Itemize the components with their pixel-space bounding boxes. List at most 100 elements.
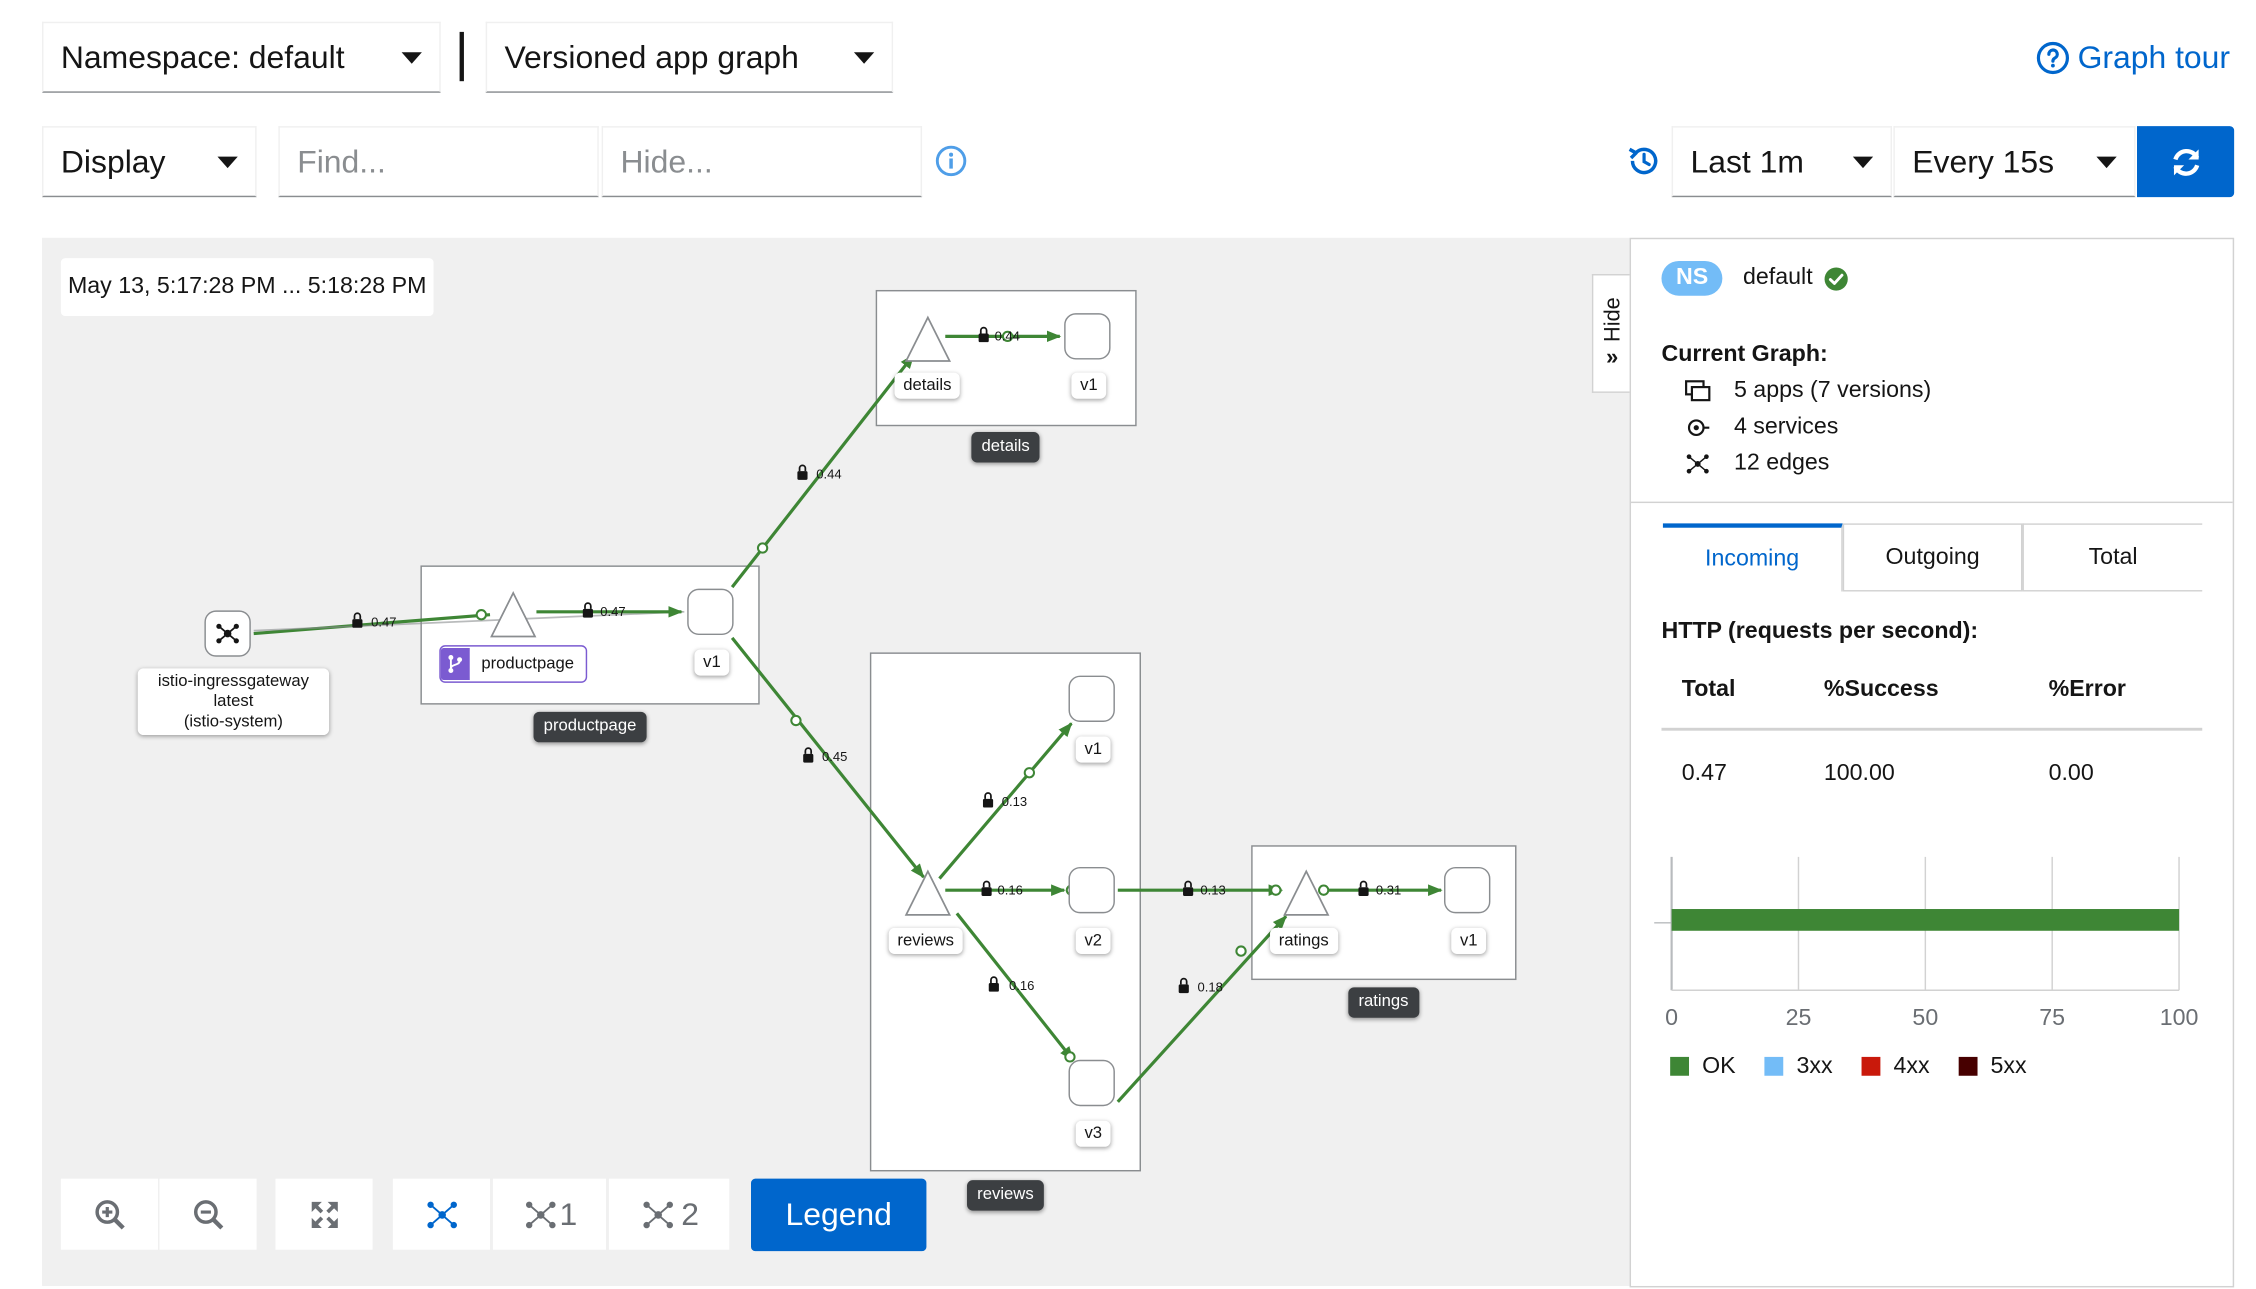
find-input[interactable]: Find... [278,126,599,198]
duration-dropdown-label: Last 1m [1690,142,1804,180]
toolbar-divider [459,31,464,82]
graph-canvas[interactable] [42,237,1630,1286]
ratings-v1-node[interactable] [1444,866,1491,914]
hide-input[interactable]: Hide... [601,126,923,198]
legend-swatch-5xx [1958,1057,1978,1077]
topology-icon [525,1200,556,1228]
details-box-label: details [971,432,1040,463]
graph-tour-link[interactable]: Graph tour [2036,35,2230,81]
gateway-name: istio-ingressgateway [157,672,309,691]
topology-icon [1686,454,1709,474]
panel-divider [1631,501,2233,504]
ratings-service-node[interactable] [1283,869,1330,916]
layout-1-button[interactable]: 1 [492,1178,607,1250]
duration-dropdown[interactable]: Last 1m [1671,126,1892,198]
details-service-label: details [894,372,961,399]
edge-label-ratings-v1: 0.31 [1376,883,1401,898]
gateway-node[interactable] [204,610,251,657]
edge-label-v3-ratings: 0.18 [1198,980,1223,995]
details-service-node[interactable] [904,315,952,362]
apps-count: 5 apps (7 versions) [1685,378,1932,404]
reviews-box-label: reviews [967,1180,1044,1211]
reviews-v2-label: v2 [1075,927,1111,954]
layout-2-label: 2 [681,1195,699,1232]
layout-1-label: 1 [559,1195,578,1232]
reviews-v1-node[interactable] [1068,675,1115,723]
tab-total[interactable]: Total [2022,523,2203,592]
legend-swatch-ok [1670,1057,1690,1077]
edge-label-gw-pp: 0.47 [371,614,396,629]
chart-bar-ok [1671,909,2180,931]
current-graph-title: Current Graph: [1661,342,1828,367]
ratings-v1-label: v1 [1451,927,1487,954]
tab-incoming[interactable]: Incoming [1662,523,1843,592]
gateway-node-label: istio-ingressgateway latest (istio-syste… [137,668,330,736]
hide-panel-toggle[interactable]: Hide » [1591,274,1632,393]
tab-outgoing[interactable]: Outgoing [1842,523,2023,592]
legend-button[interactable]: Legend [750,1178,927,1252]
chart-x-tick-label: 0 [1665,1004,1678,1030]
table-cell-error: 0.00 [2048,761,2094,786]
productpage-service-node[interactable] [490,591,537,638]
hide-panel-label: Hide [1599,297,1625,343]
display-dropdown-label: Display [60,142,166,180]
zoom-out-button[interactable] [159,1178,257,1250]
edge-label-reviews-v3: 0.16 [1009,978,1034,993]
layout-default-button[interactable] [392,1178,491,1250]
chart-x-tick-label: 75 [2039,1004,2065,1030]
table-header-success: %Success [1823,677,1939,702]
http-title: HTTP (requests per second): [1661,619,1979,644]
legend-swatch-3xx [1764,1057,1784,1077]
topology-icon [426,1200,457,1228]
chart-legend: OK 3xx 4xx 5xx [1670,1054,2027,1080]
edge-v3-ratings[interactable] [1116,915,1288,1103]
edge-reviews-v3[interactable] [955,912,1075,1061]
edge-gateway-productpage[interactable] [253,613,491,636]
zoom-to-fit-button[interactable] [275,1178,373,1250]
table-header-error: %Error [2048,677,2126,702]
chart-x-tick-label: 100 [2160,1004,2199,1030]
edges-count-text: 12 edges [1733,450,1830,476]
legend-item-3xx: 3xx [1764,1054,1833,1080]
info-icon[interactable] [935,145,967,177]
reviews-v1-label: v1 [1075,736,1111,763]
edges-count: 12 edges [1685,450,1830,477]
services-count: 4 services [1685,415,1838,441]
ns-badge: NS [1661,260,1723,296]
apps-count-text: 5 apps (7 versions) [1733,378,1932,404]
refresh-interval-dropdown[interactable]: Every 15s [1893,126,2136,198]
legend-label-4xx: 4xx [1893,1054,1930,1079]
refresh-icon [2172,148,2199,176]
edge-gateway-productpage-v1[interactable] [253,610,685,632]
reviews-service-node[interactable] [904,869,952,916]
reviews-v2-node[interactable] [1068,866,1115,914]
table-header-total: Total [1681,677,1736,702]
productpage-service-label[interactable]: productpage [439,645,588,683]
legend-swatch-4xx [1861,1057,1881,1077]
edge-label-pp-reviews: 0.45 [822,749,847,764]
legend-label-ok: OK [1702,1054,1736,1079]
gateway-topology-icon [216,623,239,644]
ratings-service-label: ratings [1270,927,1338,954]
edge-reviews-v1[interactable] [938,722,1073,880]
graph-time-range: May 13, 5:17:28 PM ... 5:18:28 PM [60,258,434,317]
history-icon [1628,147,1658,175]
reviews-v3-node[interactable] [1068,1059,1115,1107]
details-v1-node[interactable] [1064,313,1111,360]
virtual-service-icon [440,648,470,680]
namespace-dropdown[interactable]: Namespace: default [42,21,441,93]
check-circle-icon [1824,266,1849,290]
legend-item-ok: OK [1670,1054,1736,1080]
refresh-button[interactable] [2137,126,2235,198]
legend-label-3xx: 3xx [1796,1054,1833,1079]
zoom-in-icon [94,1199,125,1229]
graph-type-dropdown[interactable]: Versioned app graph [485,21,894,93]
productpage-v1-node[interactable] [687,588,734,636]
zoom-in-button[interactable] [60,1178,159,1250]
help-circle-icon [2036,41,2070,75]
layout-2-button[interactable]: 2 [608,1178,730,1250]
chevron-down-icon [1852,155,1874,168]
display-dropdown[interactable]: Display [42,126,257,198]
edge-productpage-reviews[interactable] [730,636,925,879]
